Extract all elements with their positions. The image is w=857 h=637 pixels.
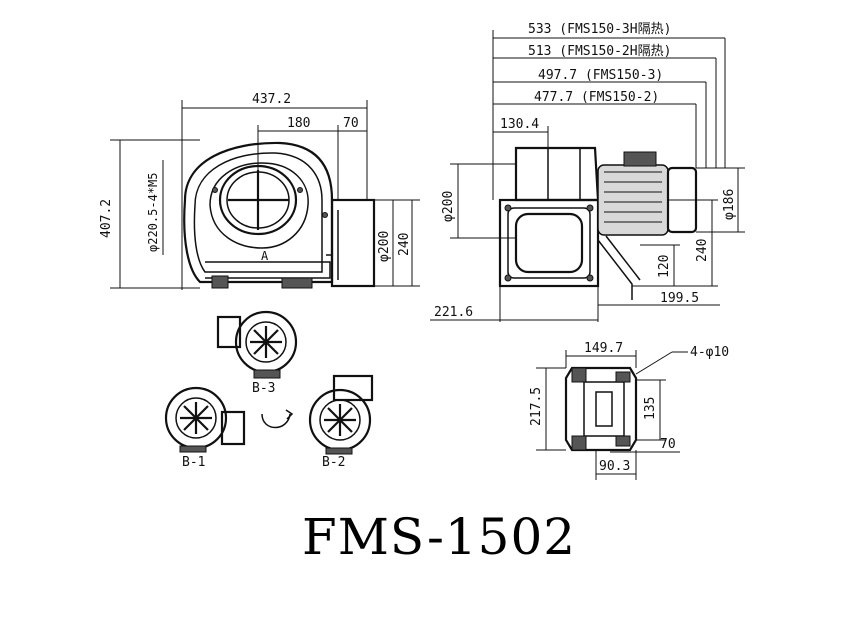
dim-outlet-offset: 180 xyxy=(287,116,310,131)
dim-len-2h: 513 (FMS150-2H隔热) xyxy=(528,44,671,59)
front-view xyxy=(183,141,376,289)
model-title: FMS-1502 xyxy=(302,508,576,566)
dim-len-3: 497.7 (FMS150-3) xyxy=(538,68,663,83)
dim-flange-pcd: φ220.5-4*M5 xyxy=(146,173,160,252)
label-b3: B-3 xyxy=(252,381,275,396)
dim-outlet-dia: φ200 xyxy=(377,231,392,262)
dim-motor-dia: φ186 xyxy=(722,189,737,220)
front-dimensions: 437.2 180 70 407.2 φ220.5-4*M5 φ200 240 … xyxy=(99,92,420,290)
dim-outlet-width: 70 xyxy=(343,116,359,131)
dim-len-2: 477.7 (FMS150-2) xyxy=(534,90,659,105)
orientation-b1: B-1 xyxy=(164,386,246,470)
dim-foot-height: 120 xyxy=(657,255,672,278)
dim-len-3h: 533 (FMS150-3H隔热) xyxy=(528,22,671,37)
rotation-arc xyxy=(261,409,294,429)
orientation-b3: B-3 xyxy=(216,310,298,396)
base-dimensions: 149.7 4-φ10 217.5 135 70 90.3 xyxy=(529,341,729,480)
dim-foot-spacing: 199.5 xyxy=(660,291,699,306)
dim-holes: 4-φ10 xyxy=(690,345,729,360)
dim-foot-width: 70 xyxy=(660,437,676,452)
label-b1: B-1 xyxy=(182,455,205,470)
orientation-b2: B-2 xyxy=(308,374,374,470)
dim-inlet-offset: 130.4 xyxy=(500,117,539,132)
side-dimensions: 533 (FMS150-3H隔热) 513 (FMS150-2H隔热) 497.… xyxy=(430,22,745,322)
dim-center-height: 240 xyxy=(695,239,710,262)
dim-inlet-dia: φ200 xyxy=(441,191,456,222)
dim-base-width: 149.7 xyxy=(584,341,623,356)
dim-base-depth: 217.5 xyxy=(529,387,544,426)
label-b2: B-2 xyxy=(322,455,345,470)
section-mark: A xyxy=(261,249,269,263)
dim-base-offset: 221.6 xyxy=(434,305,473,320)
side-view xyxy=(498,146,698,300)
dim-hole-pitch: 135 xyxy=(643,397,658,420)
dim-outlet-height: 240 xyxy=(397,233,412,256)
dim-width-total: 437.2 xyxy=(252,92,291,107)
base-view xyxy=(564,366,638,452)
dim-hole-offset: 90.3 xyxy=(599,459,630,474)
dim-height-total: 407.2 xyxy=(99,199,114,238)
